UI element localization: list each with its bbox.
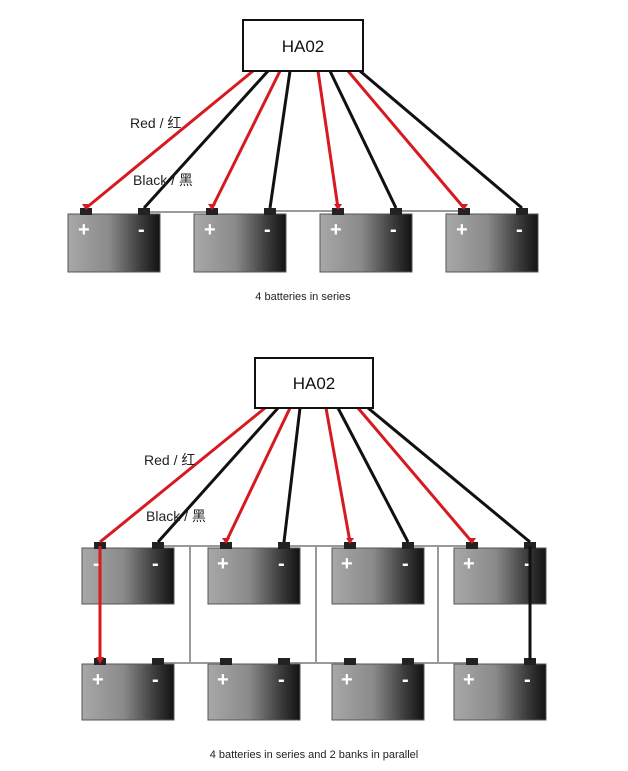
plus-sign: + bbox=[456, 219, 468, 241]
battery: + - bbox=[319, 208, 413, 273]
wire-ends bbox=[96, 538, 476, 664]
plus-sign: + bbox=[341, 669, 353, 691]
battery: + - bbox=[81, 658, 175, 721]
plus-sign: + bbox=[217, 553, 229, 575]
diagram-series-parallel: - - + - + - + - bbox=[81, 357, 547, 761]
hub-label: HA02 bbox=[293, 374, 336, 393]
hub-box: HA02 bbox=[254, 357, 374, 409]
battery-bank-top: - - + - + - + - bbox=[81, 542, 547, 605]
minus-sign: - bbox=[524, 553, 531, 575]
minus-sign: - bbox=[138, 219, 145, 241]
battery: + - bbox=[67, 208, 161, 273]
caption: 4 batteries in series bbox=[255, 291, 351, 303]
battery: + - bbox=[193, 208, 287, 273]
plus-sign: + bbox=[92, 669, 104, 691]
plus-sign: + bbox=[204, 219, 216, 241]
plus-sign: + bbox=[330, 219, 342, 241]
battery: + - bbox=[207, 542, 301, 605]
minus-sign: - bbox=[264, 219, 271, 241]
hub-box: HA02 bbox=[242, 19, 364, 72]
diagram-series: + - + - + - + - bbox=[67, 19, 539, 303]
hub-label: HA02 bbox=[282, 37, 325, 56]
minus-sign: - bbox=[93, 553, 100, 575]
black-wire-label: Black / 黑 bbox=[146, 508, 206, 524]
battery: + - bbox=[331, 542, 425, 605]
hub-wires bbox=[85, 69, 523, 210]
wire-ends bbox=[82, 204, 468, 210]
battery-bank-bottom: + - + - + - + - bbox=[81, 658, 547, 721]
minus-sign: - bbox=[390, 219, 397, 241]
plus-sign: + bbox=[78, 219, 90, 241]
plus-sign: + bbox=[463, 553, 475, 575]
battery: + - bbox=[207, 658, 301, 721]
minus-sign: - bbox=[278, 553, 285, 575]
series-links bbox=[148, 210, 464, 213]
plus-sign: + bbox=[217, 669, 229, 691]
bank-links bbox=[160, 545, 474, 664]
minus-sign: - bbox=[278, 669, 285, 691]
minus-sign: - bbox=[402, 553, 409, 575]
hub-wires bbox=[99, 406, 531, 544]
battery: + - bbox=[445, 208, 539, 273]
plus-sign: + bbox=[463, 669, 475, 691]
bank-drop-wires bbox=[98, 546, 532, 660]
caption: 4 batteries in series and 2 banks in par… bbox=[210, 749, 419, 761]
battery: + - bbox=[331, 658, 425, 721]
black-wire-label: Black / 黑 bbox=[133, 172, 193, 188]
minus-sign: - bbox=[152, 669, 159, 691]
minus-sign: - bbox=[152, 553, 159, 575]
minus-sign: - bbox=[402, 669, 409, 691]
minus-sign: - bbox=[524, 669, 531, 691]
plus-sign: + bbox=[341, 553, 353, 575]
battery-row-1: + - + - + - + - bbox=[67, 208, 539, 273]
minus-sign: - bbox=[516, 219, 523, 241]
red-wire-label: Red / 红 bbox=[144, 452, 195, 468]
battery: + - bbox=[453, 542, 547, 605]
battery: - - bbox=[81, 542, 175, 605]
red-wire-label: Red / 红 bbox=[130, 115, 181, 131]
battery: + - bbox=[453, 658, 547, 721]
